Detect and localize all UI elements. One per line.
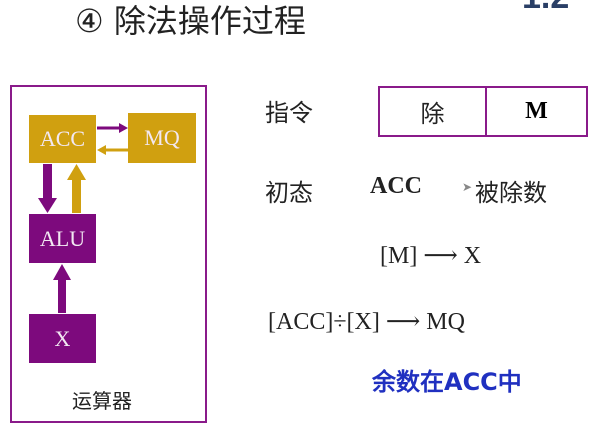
- opcode-field: 除: [380, 88, 487, 135]
- alu-to-acc-arrow: [72, 178, 81, 213]
- alu-unit-frame: [10, 85, 207, 423]
- instruction-label: 指令: [265, 99, 313, 127]
- operand-field: M: [525, 98, 548, 124]
- cursor-icon: ➤: [462, 180, 473, 194]
- alu-block: ALU: [29, 214, 96, 263]
- step-divide: [ACC]÷[X] ⟶ MQ: [268, 309, 465, 335]
- mq-register: MQ: [128, 113, 196, 163]
- acc-to-alu-arrow: [43, 164, 52, 200]
- initial-register: ACC: [370, 173, 422, 199]
- x-to-alu-arrow: [58, 278, 66, 313]
- alu-caption: 运算器: [72, 389, 132, 413]
- datapath-arrows: [38, 123, 128, 313]
- acc-register: ACC: [29, 115, 96, 163]
- page-title: ④ 除法操作过程: [75, 2, 306, 40]
- step-load-x: [M] ⟶ X: [380, 243, 482, 269]
- initial-state-label: 初态: [265, 179, 313, 207]
- section-number: 1.2: [522, 0, 569, 17]
- remainder-note: 余数在ACC中: [372, 368, 522, 396]
- x-register: X: [29, 314, 96, 363]
- instruction-format: 除 M: [378, 86, 588, 137]
- initial-desc: 被除数: [475, 179, 547, 207]
